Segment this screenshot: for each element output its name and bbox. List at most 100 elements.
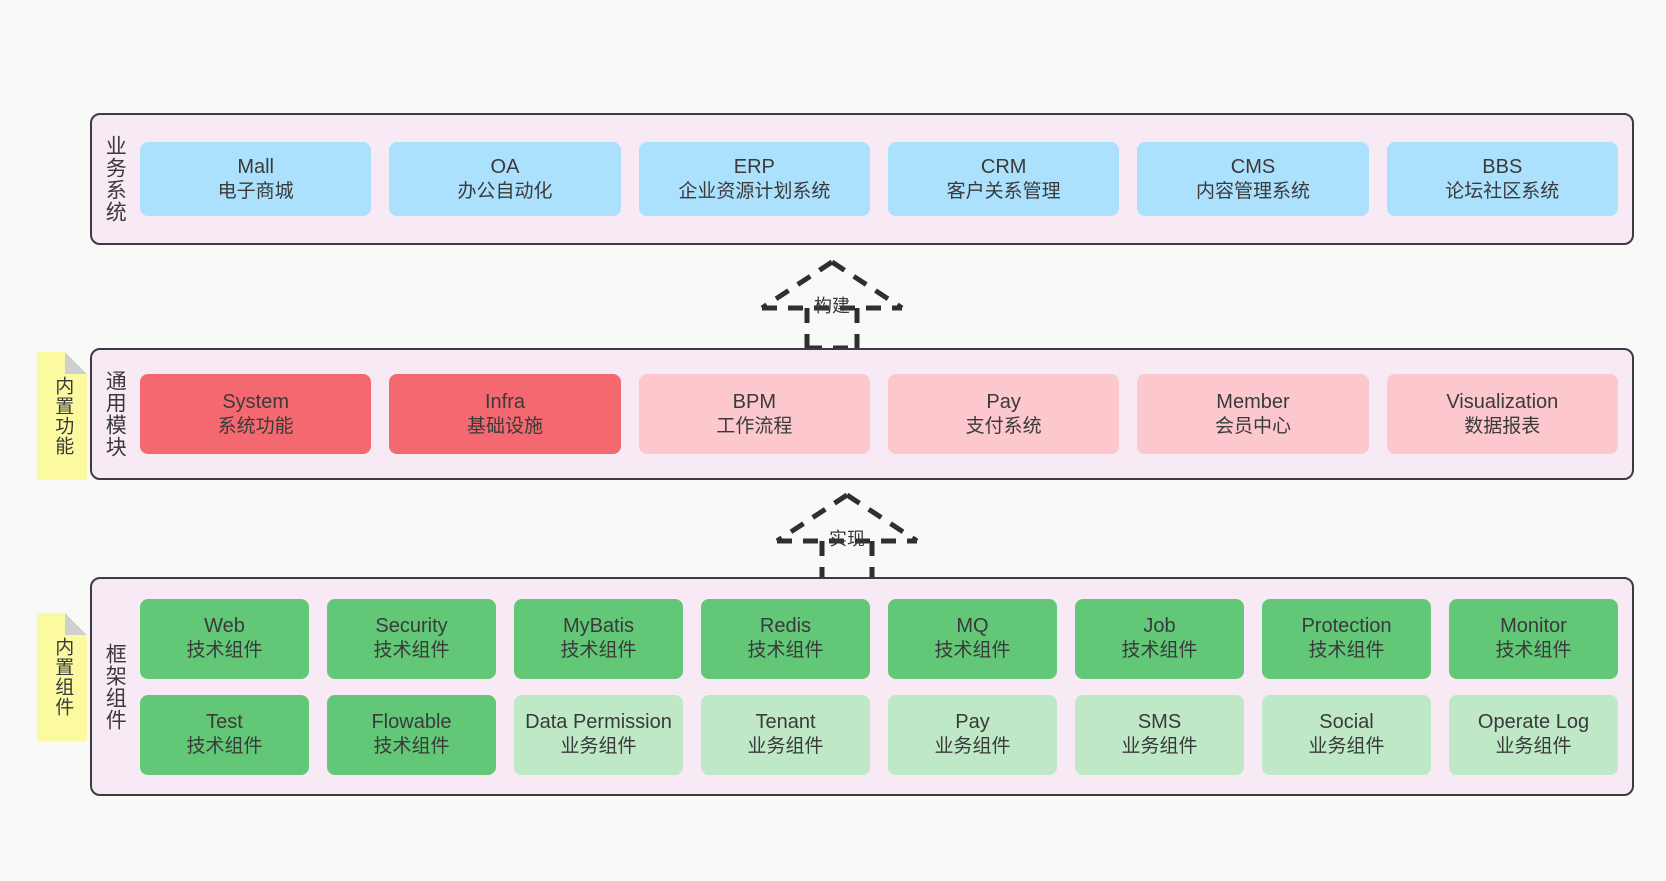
card-subtitle: 技术组件 <box>1495 640 1572 662</box>
card-mq[interactable]: MQ 技术组件 <box>888 598 1057 679</box>
card-visualization[interactable]: Visualization 数据报表 <box>1386 374 1618 454</box>
arrow-implement: 实现 <box>767 491 927 584</box>
card-member[interactable]: Member 会员中心 <box>1137 374 1369 454</box>
card-title: Member <box>1216 390 1290 413</box>
card-title: Infra <box>484 390 525 413</box>
layer-body-framework: Web 技术组件 Security 技术组件 MyBatis 技术组件 Redi… <box>136 579 1632 794</box>
layer-label-common: 通用模块 <box>103 370 127 458</box>
card-mybatis[interactable]: MyBatis 技术组件 <box>514 598 683 679</box>
card-bbs[interactable]: BBS 论坛社区系统 <box>1386 142 1618 216</box>
card-title: BPM <box>732 390 776 413</box>
card-title: Job <box>1143 615 1176 638</box>
sticky-fold-icon <box>65 613 87 635</box>
card-title: Tenant <box>755 711 816 734</box>
card-subtitle: 技术组件 <box>747 640 824 662</box>
card-title: OA <box>490 155 520 178</box>
sticky-note-label: 内置功能 <box>52 376 74 456</box>
card-job[interactable]: Job 技术组件 <box>1075 598 1244 679</box>
card-protection[interactable]: Protection 技术组件 <box>1262 598 1431 679</box>
card-subtitle: 系统功能 <box>217 415 294 437</box>
card-subtitle: 工作流程 <box>716 415 793 437</box>
card-subtitle: 技术组件 <box>186 640 263 662</box>
card-title: ERP <box>733 155 775 178</box>
sticky-fold-icon <box>65 352 87 374</box>
card-cms[interactable]: CMS 内容管理系统 <box>1137 142 1369 216</box>
card-pay-module[interactable]: Pay 支付系统 <box>887 374 1120 454</box>
card-crm[interactable]: CRM 客户关系管理 <box>887 142 1120 216</box>
layer-body-business: Mall 电子商城 OA 办公自动化 ERP 企业资源计划系统 CRM 客户关系… <box>136 115 1632 243</box>
card-oa[interactable]: OA 办公自动化 <box>389 142 621 216</box>
card-subtitle: 办公自动化 <box>457 180 553 202</box>
card-title: Redis <box>759 615 812 638</box>
card-bpm[interactable]: BPM 工作流程 <box>638 374 870 454</box>
card-tenant[interactable]: Tenant 业务组件 <box>701 694 870 775</box>
card-subtitle: 内容管理系统 <box>1195 180 1310 202</box>
card-mall[interactable]: Mall 电子商城 <box>140 142 372 216</box>
card-title: Security <box>375 615 448 638</box>
card-title: CRM <box>980 155 1027 178</box>
card-title: Pay <box>955 711 990 734</box>
card-erp[interactable]: ERP 企业资源计划系统 <box>638 142 870 216</box>
card-sms[interactable]: SMS 业务组件 <box>1075 694 1244 775</box>
card-row: System 系统功能 Infra 基础设施 BPM 工作流程 Pay 支付系统… <box>140 374 1618 454</box>
card-web[interactable]: Web 技术组件 <box>140 598 309 679</box>
card-test[interactable]: Test 技术组件 <box>140 694 309 775</box>
card-subtitle: 企业资源计划系统 <box>678 180 831 202</box>
card-subtitle: 技术组件 <box>1308 640 1385 662</box>
card-title: MyBatis <box>562 615 635 638</box>
card-title: Social <box>1319 711 1374 734</box>
layer-body-common: System 系统功能 Infra 基础设施 BPM 工作流程 Pay 支付系统… <box>136 350 1632 478</box>
card-flowable[interactable]: Flowable 技术组件 <box>327 694 496 775</box>
card-title: MQ <box>956 615 989 638</box>
card-row: Mall 电子商城 OA 办公自动化 ERP 企业资源计划系统 CRM 客户关系… <box>140 142 1618 216</box>
card-monitor[interactable]: Monitor 技术组件 <box>1449 598 1618 679</box>
card-subtitle: 论坛社区系统 <box>1445 180 1560 202</box>
card-subtitle: 客户关系管理 <box>946 180 1061 202</box>
card-subtitle: 业务组件 <box>1121 736 1198 758</box>
card-operate-log[interactable]: Operate Log 业务组件 <box>1449 694 1618 775</box>
card-title: Data Permission <box>525 711 672 734</box>
card-title: Web <box>204 615 245 638</box>
card-title: BBS <box>1482 155 1523 178</box>
card-subtitle: 业务组件 <box>1495 736 1572 758</box>
card-subtitle: 数据报表 <box>1464 415 1541 437</box>
card-subtitle: 业务组件 <box>1308 736 1385 758</box>
layer-label-framework: 框架组件 <box>103 642 127 731</box>
sticky-note-builtin-components: 内置组件 <box>37 613 87 741</box>
card-subtitle: 会员中心 <box>1214 415 1291 437</box>
layer-framework-components: 框架组件 Web 技术组件 Security 技术组件 MyBatis 技术组件… <box>90 577 1634 796</box>
card-title: CMS <box>1230 155 1276 178</box>
card-subtitle: 业务组件 <box>560 736 637 758</box>
layer-common-module: 通用模块 System 系统功能 Infra 基础设施 BPM 工作流程 Pay… <box>90 348 1634 480</box>
card-subtitle: 基础设施 <box>466 415 543 437</box>
arrow-build: 构建 <box>752 258 912 351</box>
card-subtitle: 技术组件 <box>560 640 637 662</box>
card-title: Pay <box>986 390 1021 413</box>
arrow-label-build: 构建 <box>814 296 850 316</box>
card-title: Test <box>206 711 243 734</box>
card-system[interactable]: System 系统功能 <box>140 374 372 454</box>
sticky-note-label: 内置组件 <box>52 637 74 717</box>
card-pay-component[interactable]: Pay 业务组件 <box>888 694 1057 775</box>
card-data-permission[interactable]: Data Permission 业务组件 <box>514 694 683 775</box>
card-subtitle: 业务组件 <box>934 736 1011 758</box>
card-row-business-components: Test 技术组件 Flowable 技术组件 Data Permission … <box>140 694 1618 775</box>
card-title: Monitor <box>1500 615 1567 638</box>
card-security[interactable]: Security 技术组件 <box>327 598 496 679</box>
card-title: System <box>222 390 289 413</box>
card-subtitle: 支付系统 <box>965 415 1042 437</box>
sticky-note-builtin-features: 内置功能 <box>37 352 87 480</box>
card-infra[interactable]: Infra 基础设施 <box>389 374 621 454</box>
card-title: Protection <box>1301 615 1392 638</box>
card-redis[interactable]: Redis 技术组件 <box>701 598 870 679</box>
card-subtitle: 电子商城 <box>217 180 294 202</box>
card-row-tech: Web 技术组件 Security 技术组件 MyBatis 技术组件 Redi… <box>140 598 1618 679</box>
card-title: Mall <box>237 155 274 178</box>
card-subtitle: 技术组件 <box>373 736 450 758</box>
card-subtitle: 技术组件 <box>934 640 1011 662</box>
card-social[interactable]: Social 业务组件 <box>1262 694 1431 775</box>
card-subtitle: 技术组件 <box>373 640 450 662</box>
arrow-label-implement: 实现 <box>829 529 865 549</box>
card-subtitle: 技术组件 <box>186 736 263 758</box>
